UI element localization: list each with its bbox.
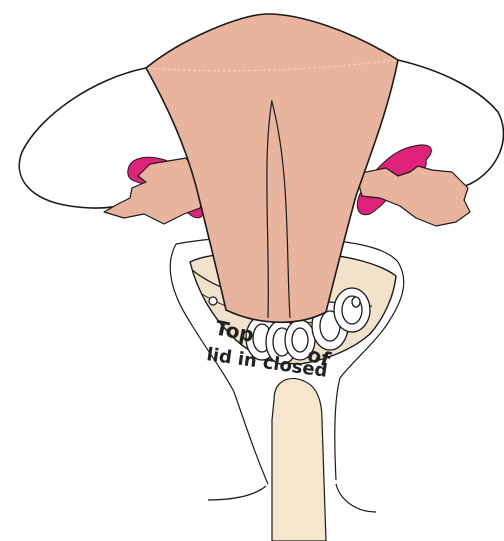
right-fimbria <box>356 166 470 226</box>
left-tube-loop <box>19 68 146 208</box>
vaginal-opening-left <box>208 486 266 500</box>
device-stem <box>272 379 326 541</box>
device-marker-dot <box>209 297 217 305</box>
vaginal-opening-right <box>336 484 376 512</box>
